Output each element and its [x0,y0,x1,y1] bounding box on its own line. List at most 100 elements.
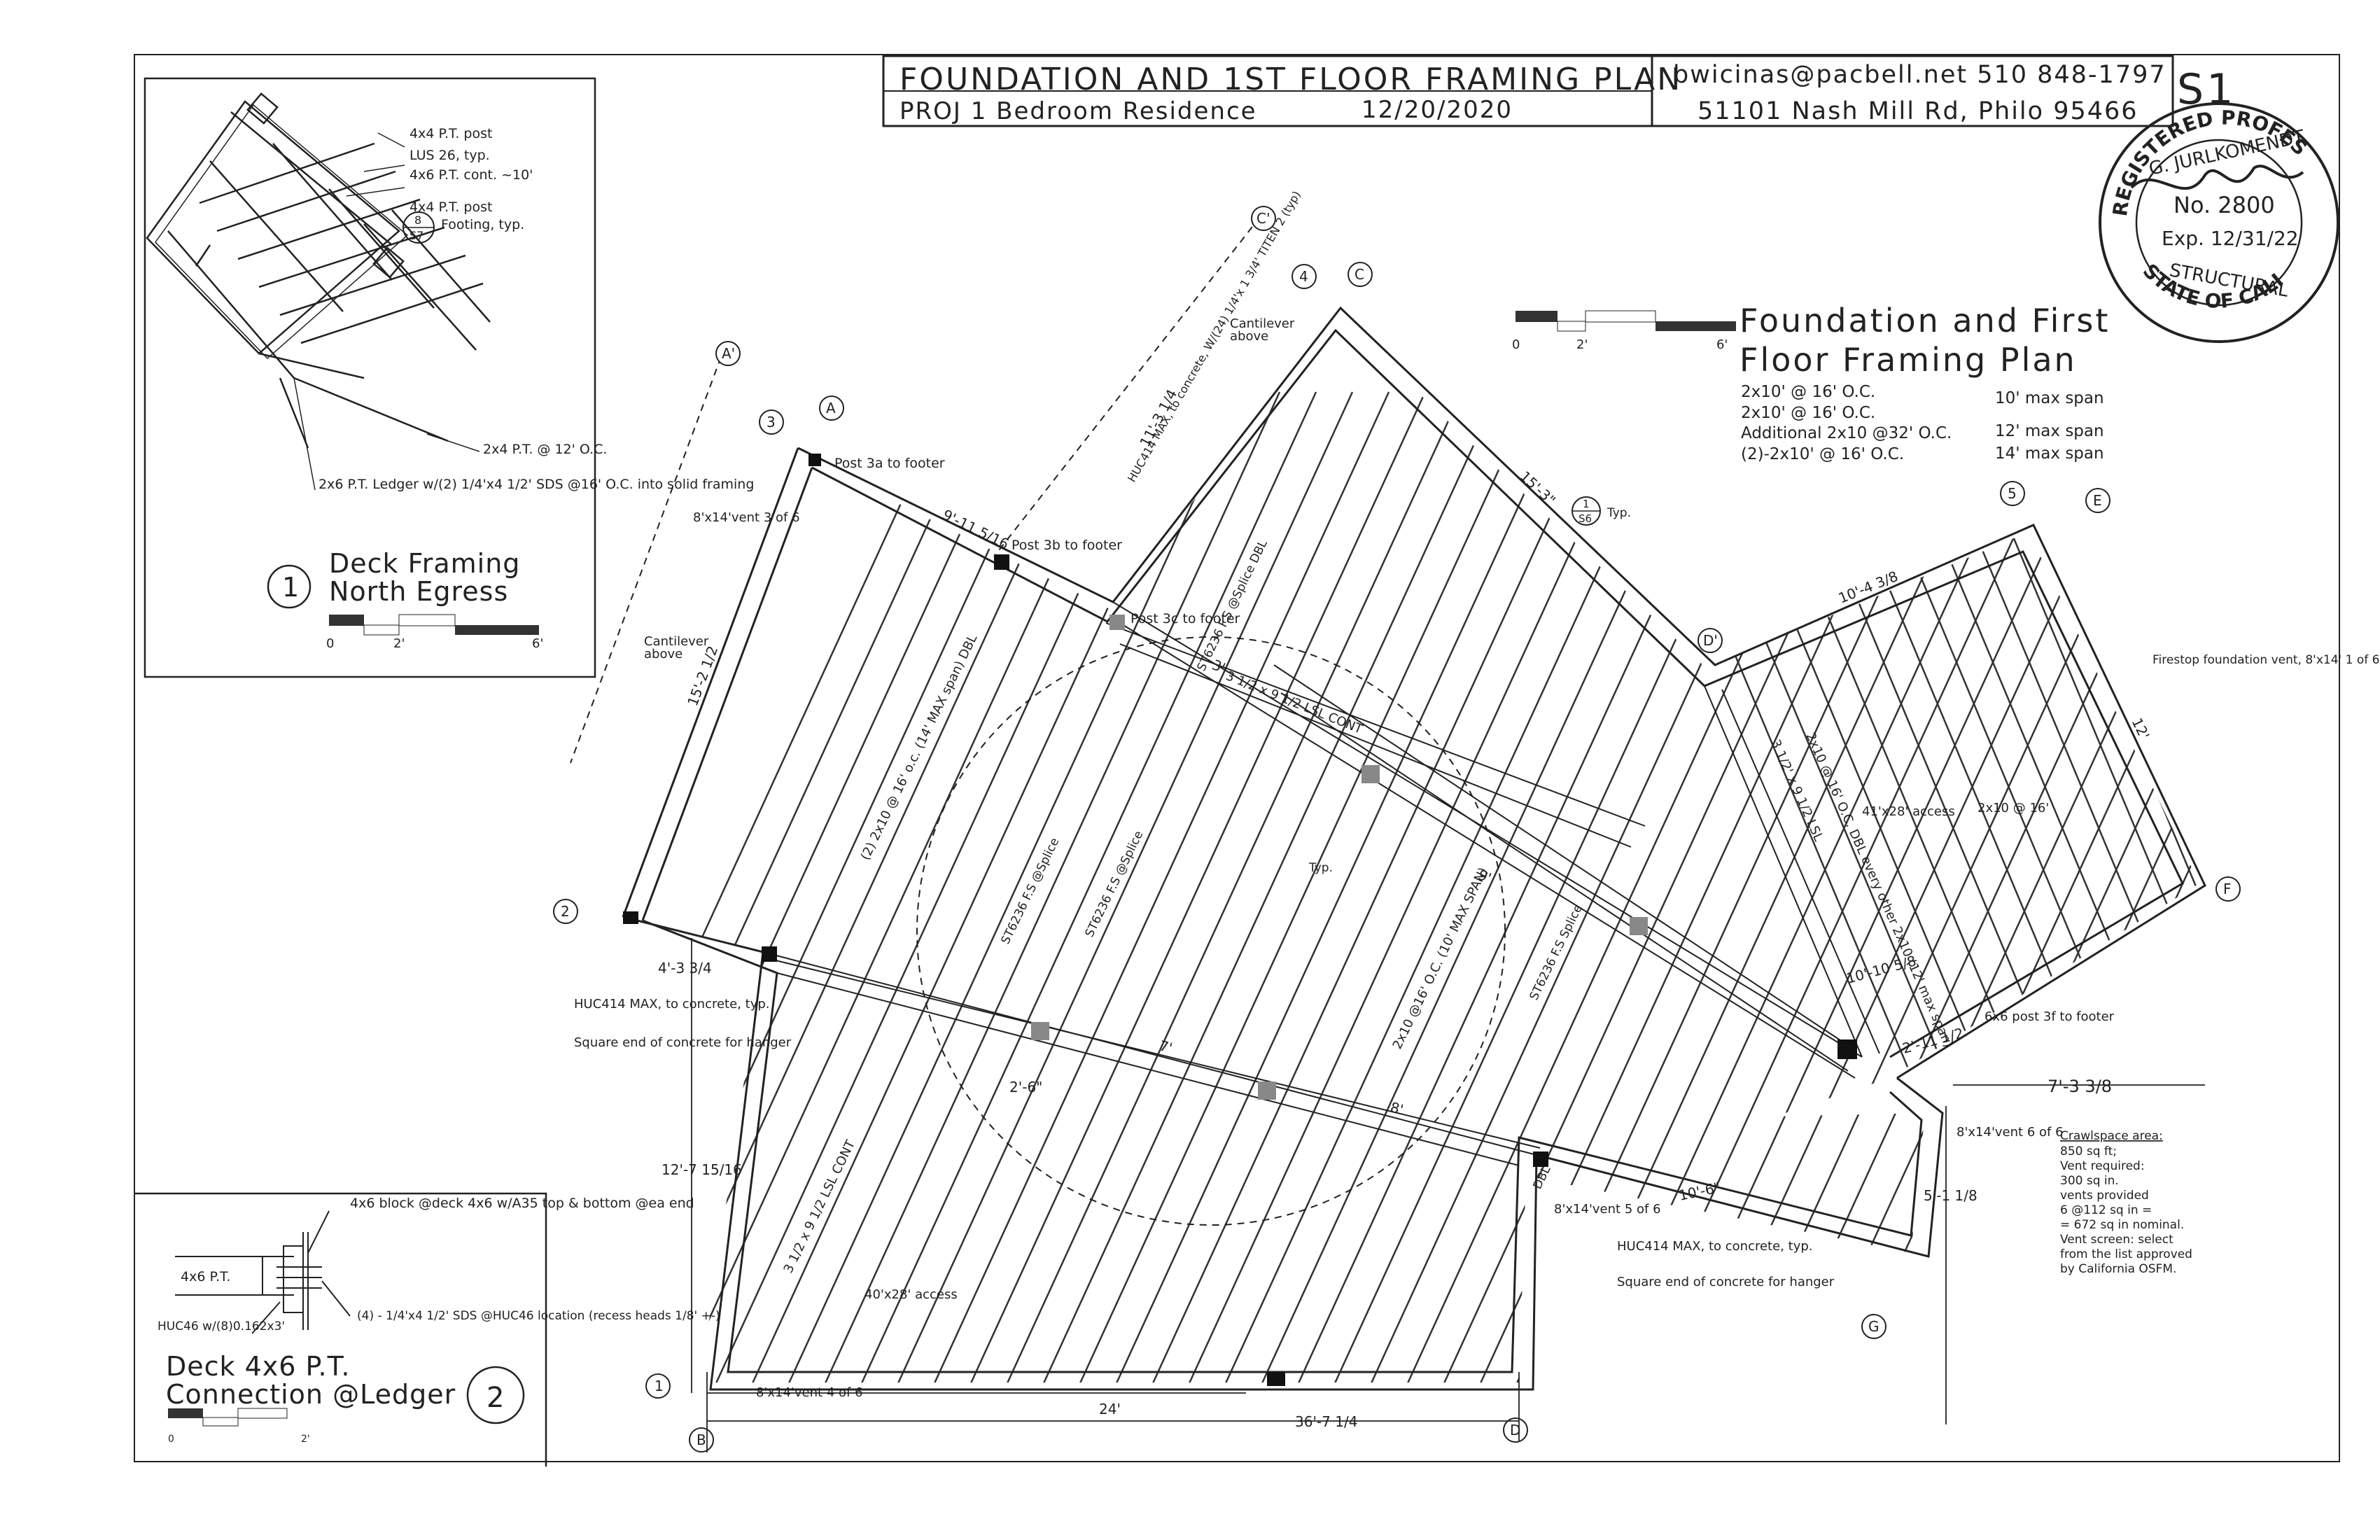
signature-mark [2130,164,2304,190]
svg-text:HUC414 MAX, to concrete, W/(24: HUC414 MAX, to concrete, W/(24) 1/4'x 1 … [1125,189,1303,484]
svg-text:S6: S6 [1578,512,1592,525]
joist-line [1071,391,1536,1382]
joist-legend: 2x10' @ 16' O.C. 10' max span 2x10' @ 16… [1741,383,2104,463]
deck-drawing [146,92,491,449]
svg-text:2'-6": 2'-6" [1009,1079,1042,1096]
detail-1-scale-bar: 0 2' 6' [326,614,543,651]
svg-text:4x6 P.T. cont. ~10': 4x6 P.T. cont. ~10' [410,167,533,183]
detail-1-number: 1 [282,572,299,603]
svg-text:4x6 block @deck 4x6 w/A35 top: 4x6 block @deck 4x6 w/A35 top & bottom @… [350,1196,694,1211]
svg-text:2x10' @ 16' O.C.: 2x10' @ 16' O.C. [1741,404,1875,422]
svg-text:4'-3 3/4: 4'-3 3/4 [658,960,712,976]
sheet-border [134,54,2340,1462]
svg-text:Post 3a to footer: Post 3a to footer [834,456,945,471]
stamp-number: No. 2800 [2174,192,2275,218]
wall-west [622,447,799,918]
wall-north-left [797,306,2206,1079]
joist-line [998,391,1463,1382]
deck-callouts: 4x4 P.T. post LUS 26, typ. 4x6 P.T. cont… [318,126,754,492]
note-cantilever-top: Cantilever [1230,316,1295,331]
svg-text:12' max span: 12' max span [1995,422,2104,440]
svg-text:B: B [696,1432,706,1448]
svg-text:ST6236 F.S Splice: ST6236 F.S Splice [1527,902,1586,1002]
joist-line [1144,391,1609,1382]
svg-text:Vent required:: Vent required: [2060,1159,2145,1173]
svg-text:D: D [1510,1422,1520,1438]
detail-2-number: 2 [486,1382,504,1414]
svg-text:1: 1 [1583,498,1590,510]
svg-text:6 @112 sq in =: 6 @112 sq in = [2060,1203,2152,1217]
svg-text:vents provided: vents provided [2060,1189,2149,1203]
svg-text:Post 3c to footer: Post 3c to footer [1130,611,1240,626]
joist-line [1107,391,1572,1382]
joist-line [630,391,953,1382]
drawing-title: FOUNDATION AND 1ST FLOOR FRAMING PLAN [899,62,1682,97]
ledger-callouts: 4x6 block @deck 4x6 w/A35 top & bottom @… [158,1196,720,1334]
svg-text:0: 0 [326,636,334,651]
joist-line [1035,391,1499,1382]
foundation-walls [622,306,2206,1391]
joist-line-east [1992,489,2199,1093]
stamp-ring-bottom: STATE OF CALIFORNIA [0,0,2288,313]
joist-line-east [1956,489,2199,1093]
svg-text:4: 4 [1299,268,1308,285]
svg-text:2x10' @ 16' O.C.: 2x10' @ 16' O.C. [1741,383,1875,401]
detail-2-title-2: Connection @Ledger [166,1379,456,1410]
svg-text:7': 7' [1158,1037,1174,1057]
svg-text:1: 1 [654,1378,664,1394]
joist-line-east [2138,489,2199,1093]
svg-text:E: E [2093,492,2102,509]
svg-text:6': 6' [532,636,543,651]
svg-text:= 672 sq in nominal.: = 672 sq in nominal. [2060,1218,2184,1232]
svg-text:8'x14'vent 4 of 6: 8'x14'vent 4 of 6 [756,1385,863,1400]
svg-text:12': 12' [2129,715,2153,742]
svg-text:2': 2' [1576,337,1588,352]
svg-text:HUC46 w/(8)0.162x3': HUC46 w/(8)0.162x3' [158,1320,285,1334]
svg-text:0: 0 [168,1434,174,1445]
svg-text:300 sq in.: 300 sq in. [2060,1174,2119,1188]
svg-text:S7: S7 [410,229,424,242]
joist-line [962,391,1427,1382]
svg-text:10'-6": 10'-6" [1677,1179,1722,1204]
svg-text:C': C' [1256,210,1270,227]
detail-1-number-bubble [267,564,312,609]
joist-line-east [1919,489,2174,1093]
svg-text:Vent screen: select: Vent screen: select [2060,1233,2174,1247]
svg-text:(2)-2x10' @ 16' O.C.: (2)-2x10' @ 16' O.C. [1741,445,1904,463]
joist-line [1180,391,1645,1382]
svg-text:2x6 P.T. Ledger w/(2) 1/4'x4 1: 2x6 P.T. Ledger w/(2) 1/4'x4 1/2' SDS @1… [318,477,754,492]
svg-text:Crawlspace area:: Crawlspace area: [2060,1129,2163,1143]
svg-text:ST6236 F.S @Splice: ST6236 F.S @Splice [999,836,1063,946]
svg-text:6x6 post 3f to footer: 6x6 post 3f to footer [1984,1009,2115,1024]
svg-text:14' max span: 14' max span [1995,444,2104,463]
svg-text:HUC414 MAX, to concrete, typ.: HUC414 MAX, to concrete, typ. [1617,1239,1813,1254]
svg-text:Square end of concrete for han: Square end of concrete for hanger [1617,1275,1835,1289]
girder-lines [769,622,1856,1149]
svg-text:2': 2' [393,636,405,651]
joist-line-east [2101,489,2199,1093]
svg-text:8'x14'vent 5 of 6: 8'x14'vent 5 of 6 [1554,1202,1661,1217]
svg-text:4x4 P.T. post: 4x4 P.T. post [410,126,492,141]
detail-1-deck-framing: 4x4 P.T. post LUS 26, typ. 4x6 P.T. cont… [144,77,754,678]
svg-text:8: 8 [414,214,421,227]
joist-line-east [2065,489,2199,1093]
joist-line [925,391,1390,1382]
svg-text:LUS 26, typ.: LUS 26, typ. [410,148,490,163]
svg-text:15'-2 1/2: 15'-2 1/2 [684,643,721,708]
posts [623,454,1857,1386]
plan-scale-bar: 0 2' 6' [1512,310,1736,352]
svg-text:8'x14'vent 6 of 6: 8'x14'vent 6 of 6 [1956,1125,2064,1140]
svg-text:Cantilever: Cantilever [644,634,709,649]
joist-line [889,391,1354,1382]
svg-text:Post 3b to footer: Post 3b to footer [1011,538,1122,553]
svg-text:5'-1 1/8: 5'-1 1/8 [1924,1187,1977,1204]
svg-text:2x10 @ 16': 2x10 @ 16' [1977,801,2049,816]
dimension-lines [691,938,2205,1452]
svg-text:A': A' [722,345,735,362]
svg-text:F: F [2223,881,2232,897]
svg-text:(4) - 1/4'x4 1/2' SDS @HUC46 l: (4) - 1/4'x4 1/2' SDS @HUC46 location (r… [357,1309,720,1323]
svg-text:(2) 2x10 @ 16' o.c. (14' MAX s: (2) 2x10 @ 16' o.c. (14' MAX span) DBL [858,632,981,862]
joist-line [743,391,1208,1382]
joist-line [816,391,1281,1382]
